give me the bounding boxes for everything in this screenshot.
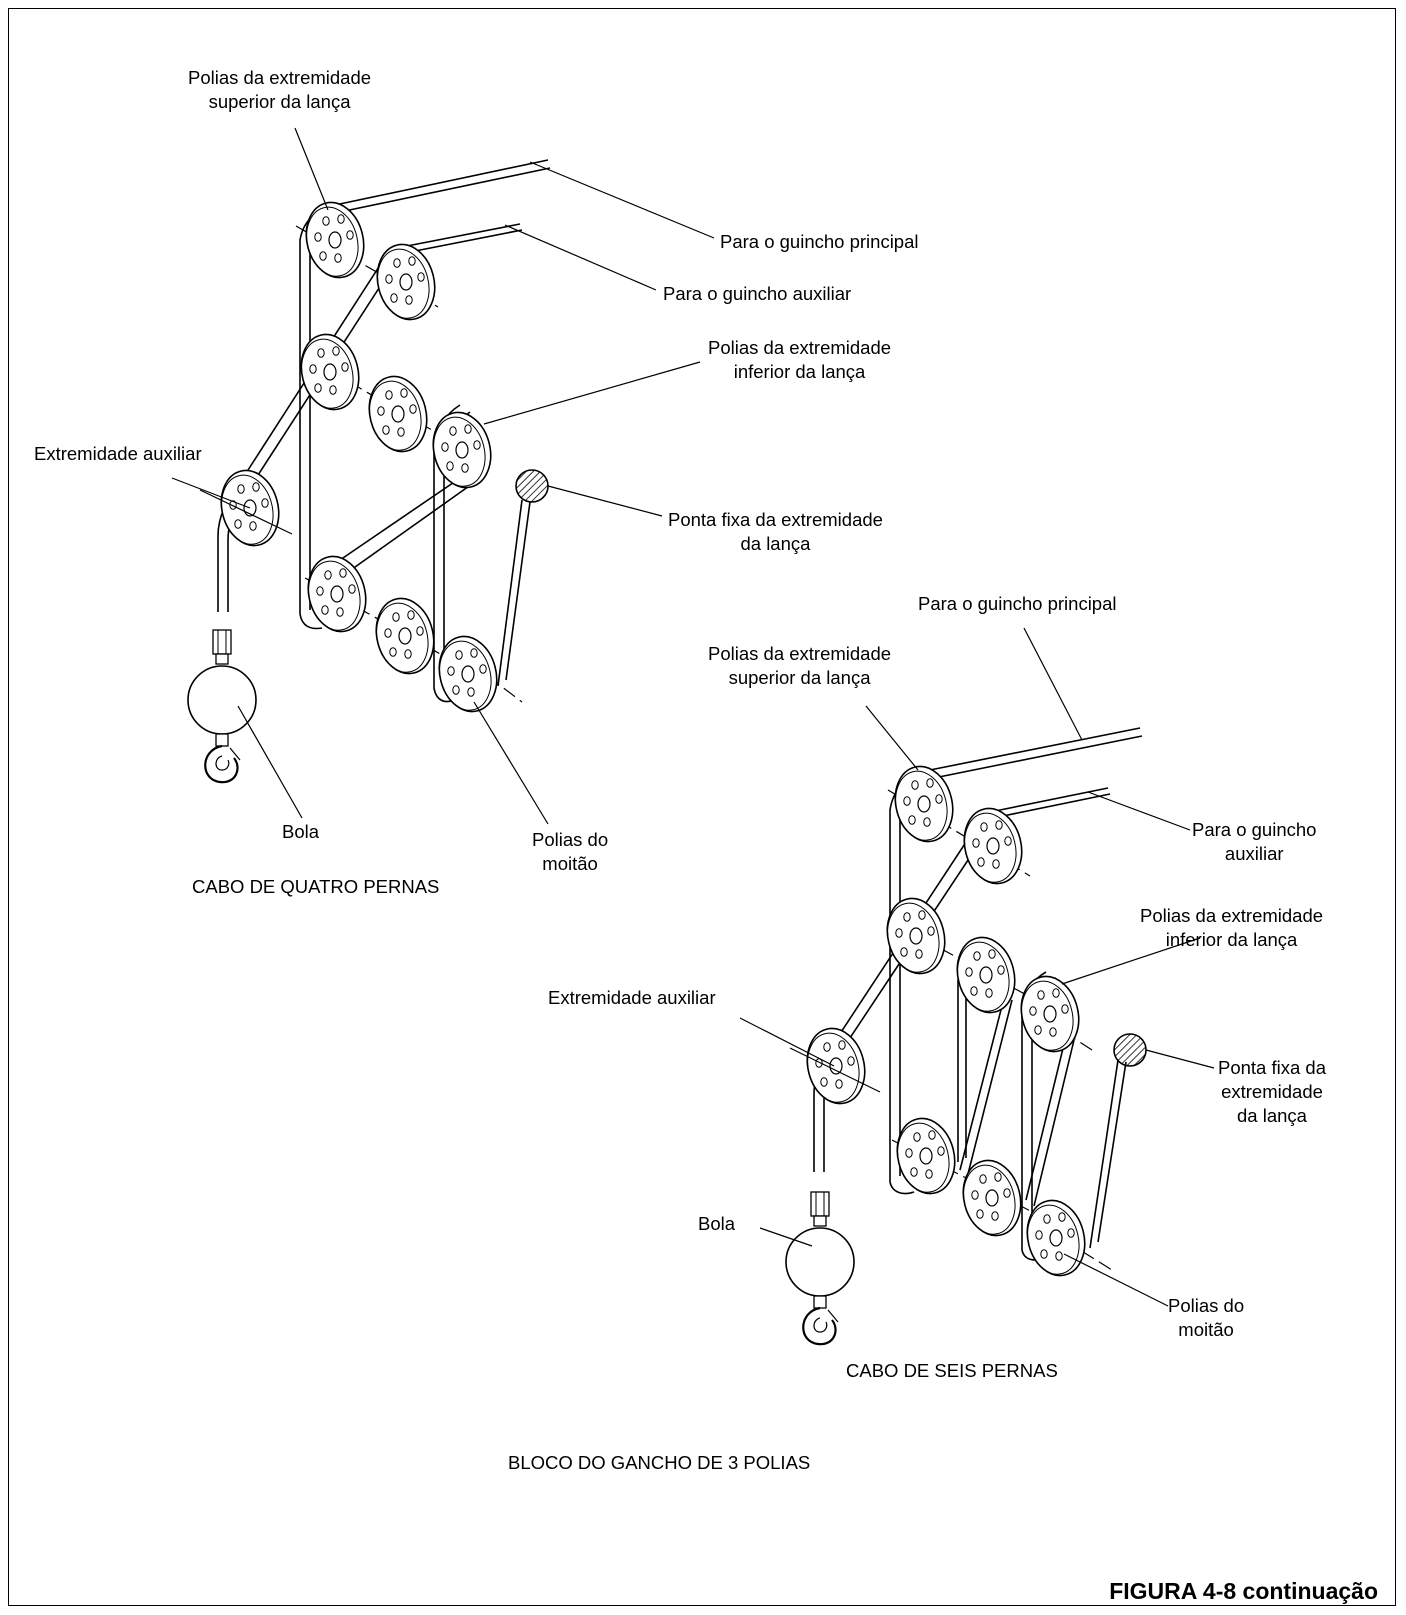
four-aux-hoist-label: Para o guincho auxiliar (663, 283, 852, 304)
six-part-dead-end-pin (1113, 1033, 1147, 1067)
six-part-sheaves (798, 759, 1094, 1283)
six-main-hoist-label: Para o guincho principal (918, 593, 1117, 614)
four-part-dead-end-pin (515, 469, 549, 503)
six-aux-hoist-label: Para o guincho auxiliar (1192, 819, 1317, 864)
four-main-hoist-label: Para o guincho principal (720, 231, 919, 252)
four-part-caption: CABO DE QUATRO PERNAS (192, 876, 440, 897)
six-lower-sheaves-label: Polias da extremidade inferior da lança (1140, 905, 1324, 950)
six-part-leaders (739, 627, 1215, 1307)
four-dead-end-label: Ponta fixa da extremidade da lança (668, 509, 883, 554)
figure-frame (8, 8, 1396, 1606)
four-block-sheaves-label: Polias do moitão (532, 829, 609, 874)
six-aux-end-label: Extremidade auxiliar (548, 987, 716, 1008)
four-upper-sheaves-label: Polias da extremidade superior da lança (188, 67, 372, 112)
four-part-leaders (171, 127, 715, 825)
six-ball-label: Bola (698, 1213, 736, 1234)
six-block-sheaves-label: Polias do moitão (1168, 1295, 1245, 1340)
six-upper-sheaves-label: Polias da extremidade superior da lança (708, 643, 892, 688)
six-part-hook-ball (784, 1190, 856, 1346)
six-part-caption: CABO DE SEIS PERNAS (846, 1360, 1058, 1381)
figure-title: FIGURA 4-8 continuação (1109, 1578, 1378, 1604)
six-dead-end-label: Ponta fixa da extremidade da lança (1218, 1057, 1326, 1126)
four-aux-end-label: Extremidade auxiliar (34, 443, 202, 464)
four-part-hook-ball (186, 628, 258, 784)
block-caption: BLOCO DO GANCHO DE 3 POLIAS (508, 1452, 811, 1473)
four-ball-label: Bola (282, 821, 320, 842)
four-lower-sheaves-label: Polias da extremidade inferior da lança (708, 337, 892, 382)
